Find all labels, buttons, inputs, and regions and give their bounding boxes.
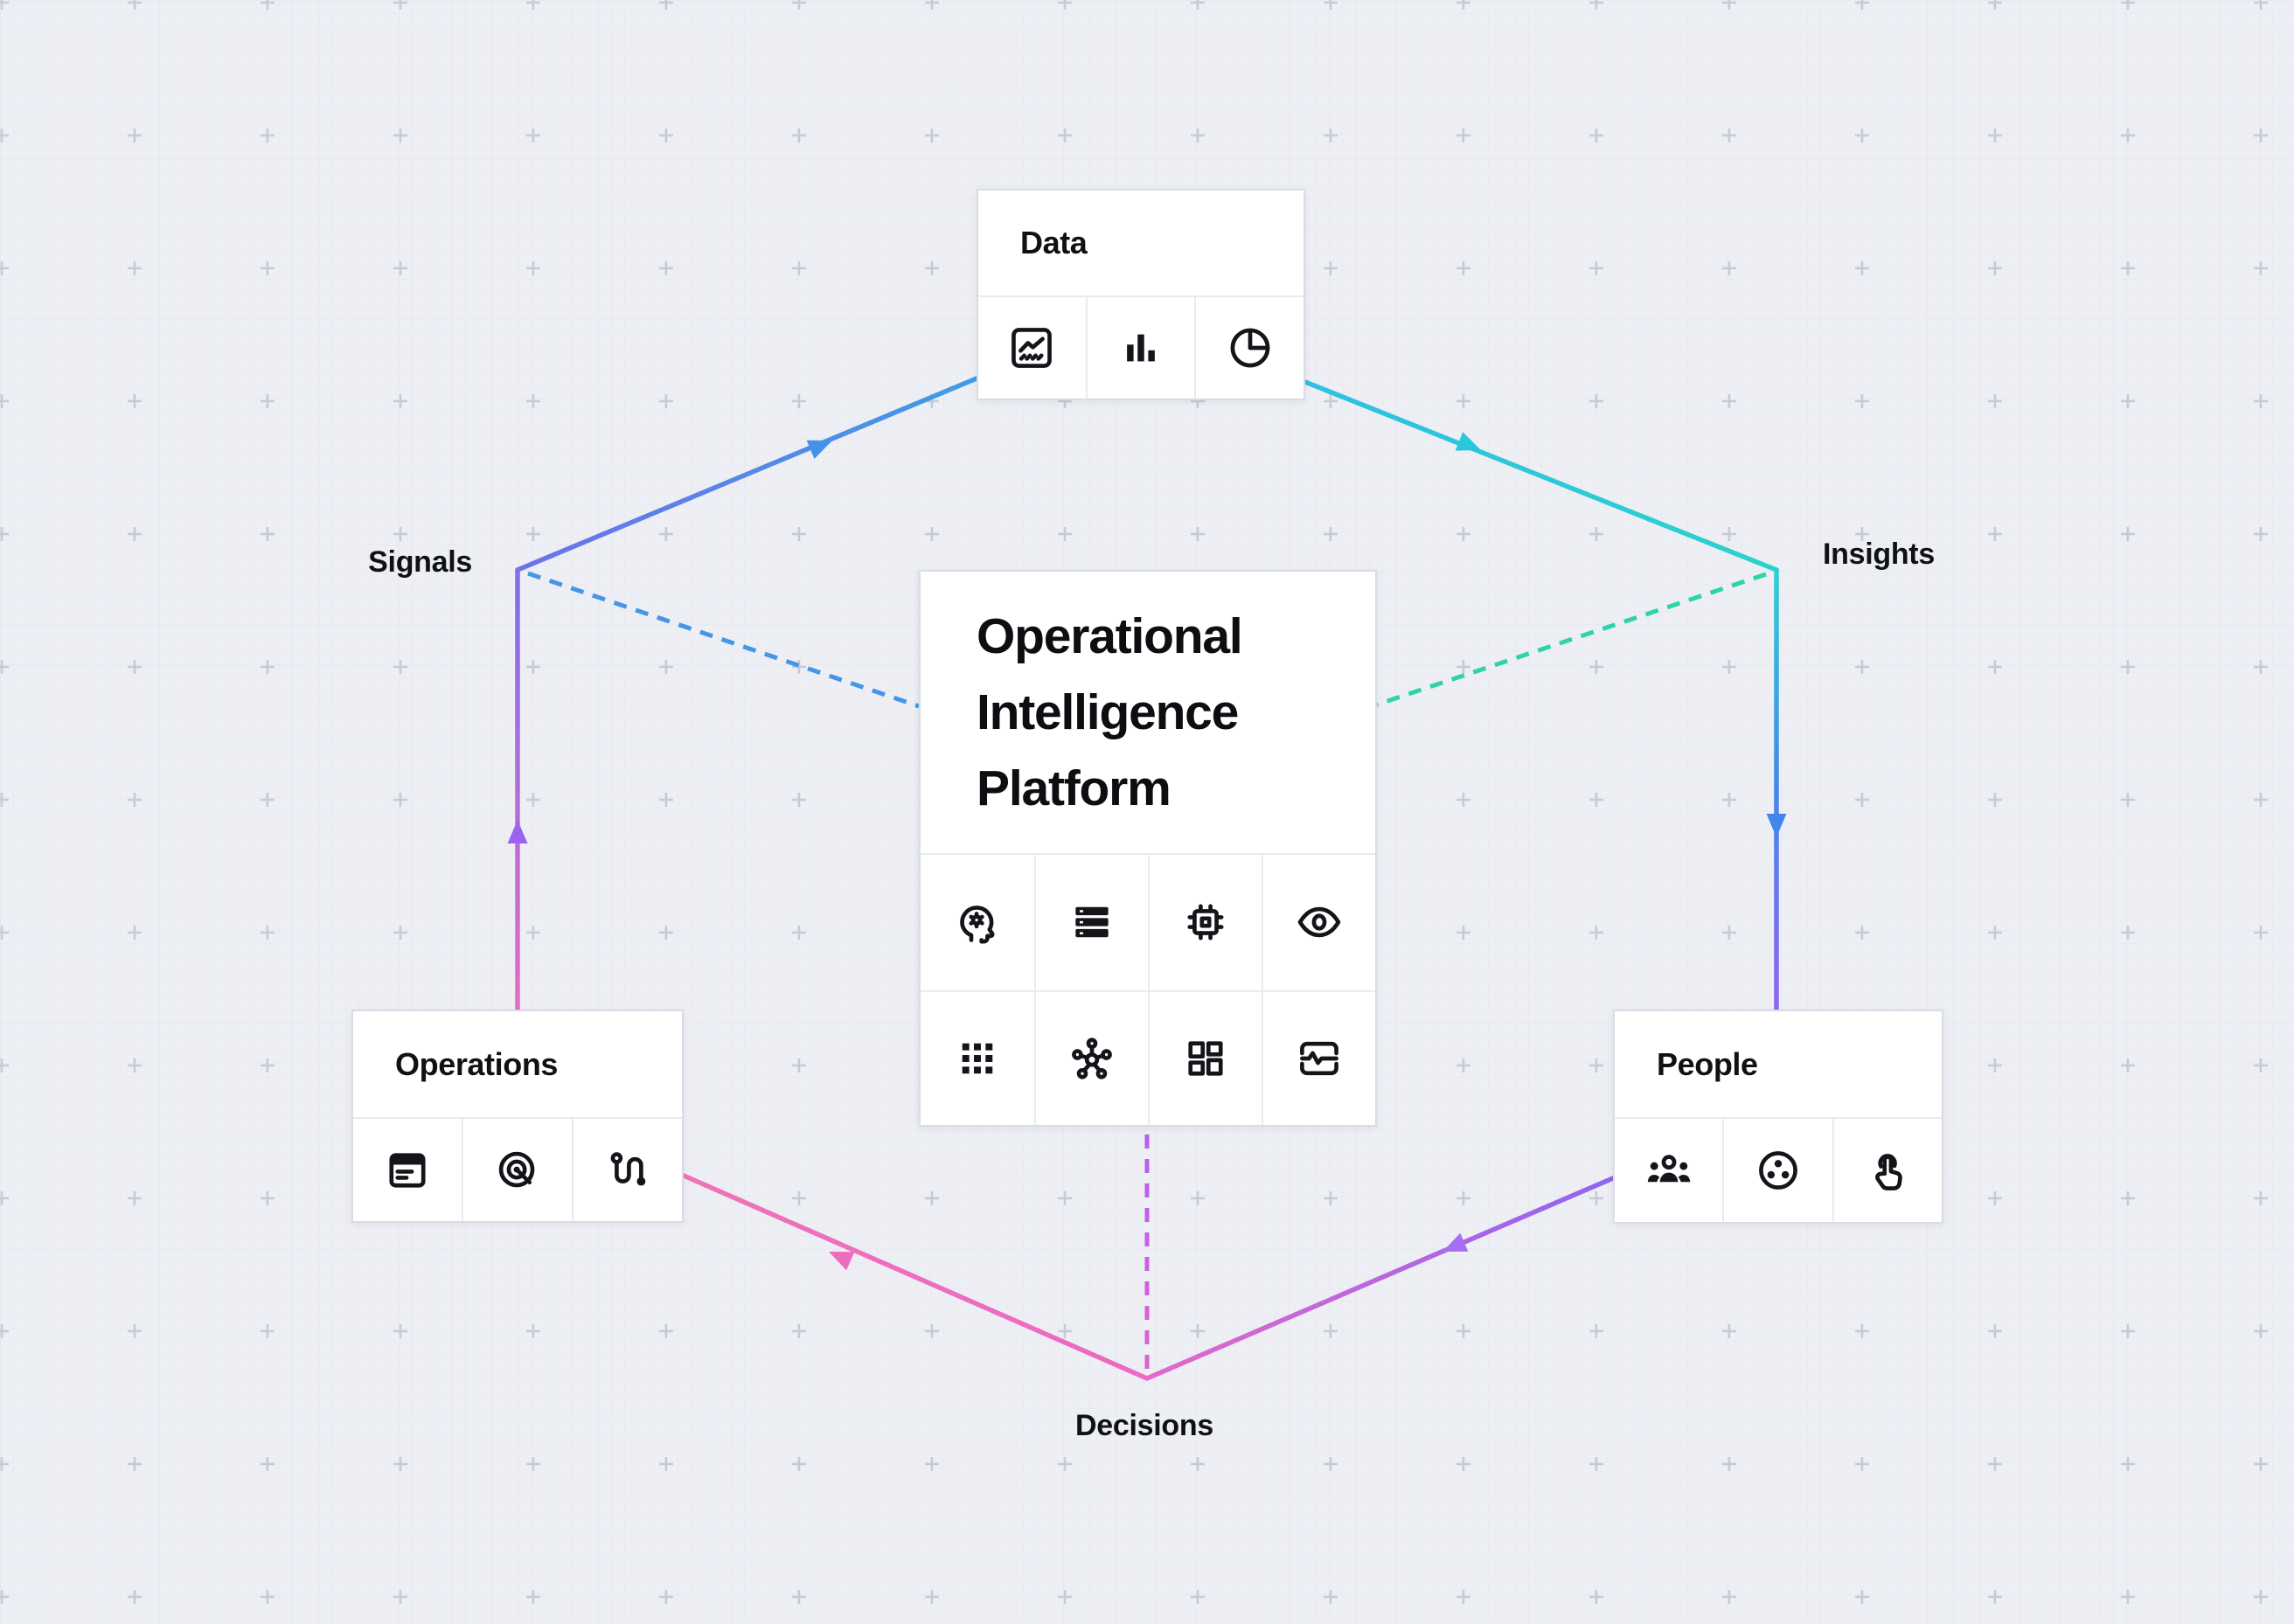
dashed-connector-insights-center bbox=[1376, 572, 1767, 707]
people-card-title: People bbox=[1657, 1045, 1758, 1082]
platform-icon-grid bbox=[921, 853, 1375, 1125]
ai-head-icon-cell bbox=[921, 855, 1034, 990]
people-card-icon-row bbox=[1615, 1117, 1942, 1222]
area-chart-icon bbox=[1011, 328, 1053, 368]
cpu-icon-cell bbox=[1148, 855, 1262, 990]
arrowhead-operations-signals bbox=[507, 820, 528, 843]
grid-icon bbox=[962, 1043, 993, 1074]
route-icon-cell bbox=[572, 1119, 682, 1221]
community-icon-cell bbox=[1722, 1119, 1832, 1222]
report-icon-cell bbox=[353, 1119, 462, 1221]
activity-icon bbox=[1300, 1041, 1338, 1075]
operations-card-title: Operations bbox=[395, 1045, 559, 1082]
dashboard-icon bbox=[1188, 1041, 1223, 1076]
grid-icon-cell bbox=[921, 989, 1034, 1126]
data-card-icon-row bbox=[978, 295, 1303, 399]
arrowhead-people-decisions bbox=[1442, 1232, 1469, 1252]
center-platform-card[interactable]: Operational Intelligence Platform bbox=[919, 570, 1377, 1127]
report-icon bbox=[389, 1152, 426, 1188]
edge-data-insights bbox=[1303, 379, 1779, 573]
pie-chart-icon bbox=[1230, 328, 1270, 368]
eye-icon bbox=[1297, 906, 1341, 938]
hub-network-icon-cell bbox=[1034, 989, 1148, 1125]
community-icon bbox=[1759, 1151, 1797, 1190]
cpu-icon bbox=[1187, 904, 1224, 940]
signals-label[interactable]: Signals bbox=[368, 545, 472, 579]
touch-icon-cell bbox=[1832, 1119, 1942, 1222]
operations-card-icon-row bbox=[353, 1117, 682, 1221]
dashboard-icon-cell bbox=[1148, 989, 1262, 1125]
server-icon-cell bbox=[1034, 855, 1148, 990]
server-icon bbox=[1075, 906, 1109, 938]
edge-decisions-operations bbox=[681, 1173, 1150, 1381]
arrowhead-insights-people bbox=[1766, 814, 1787, 837]
target-icon bbox=[498, 1151, 535, 1187]
touch-icon bbox=[1875, 1154, 1903, 1190]
hub-network-icon bbox=[1072, 1038, 1112, 1079]
arrowhead-decisions-operations bbox=[829, 1252, 855, 1271]
insights-label[interactable]: Insights bbox=[1823, 538, 1935, 571]
data-node-card[interactable]: Data bbox=[977, 189, 1305, 400]
route-icon bbox=[610, 1151, 646, 1185]
eye-icon-cell bbox=[1262, 855, 1375, 990]
bar-chart-icon-cell bbox=[1085, 297, 1195, 399]
dashed-connector-signals-center bbox=[527, 571, 920, 709]
activity-icon-cell bbox=[1262, 989, 1375, 1125]
users-icon-cell bbox=[1615, 1119, 1722, 1222]
pie-chart-icon-cell bbox=[1194, 297, 1303, 399]
edge-people-decisions bbox=[1144, 1176, 1616, 1381]
people-node-card[interactable]: People bbox=[1613, 1010, 1943, 1224]
operations-node-card[interactable]: Operations bbox=[351, 1010, 684, 1223]
users-icon bbox=[1647, 1155, 1690, 1183]
ai-head-icon bbox=[960, 906, 995, 944]
area-chart-icon-cell bbox=[978, 297, 1086, 399]
edge-signals-data bbox=[515, 376, 979, 573]
decisions-label[interactable]: Decisions bbox=[1075, 1409, 1213, 1442]
arrowhead-data-insights bbox=[1455, 432, 1481, 451]
target-icon-cell bbox=[462, 1119, 572, 1221]
platform-title: Operational Intelligence Platform bbox=[977, 607, 1243, 816]
data-card-title: Data bbox=[1020, 225, 1088, 260]
bar-chart-icon bbox=[1127, 334, 1155, 362]
arrowhead-signals-data bbox=[806, 440, 832, 459]
